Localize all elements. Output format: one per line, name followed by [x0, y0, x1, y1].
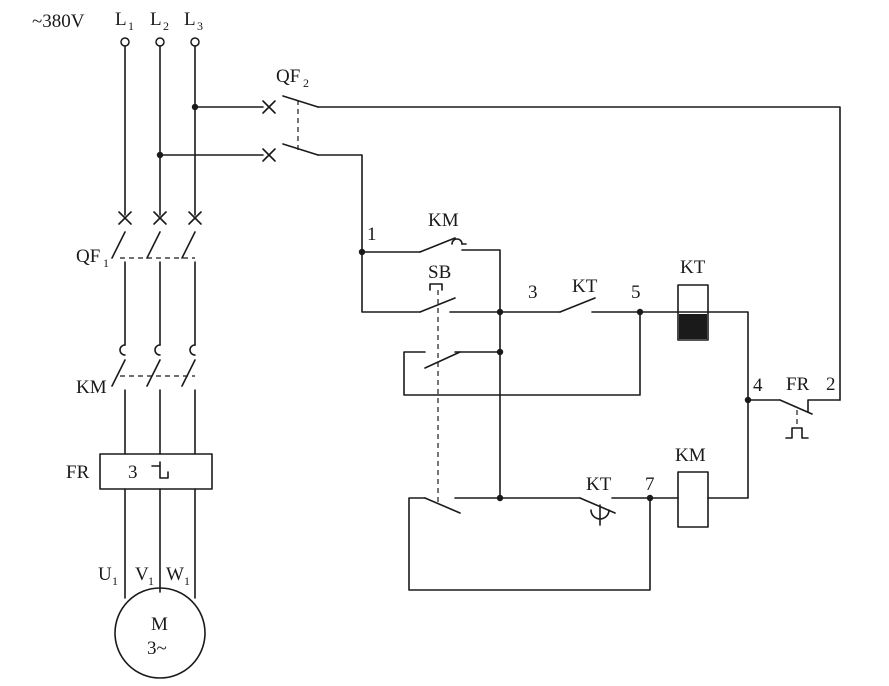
terminal-u1-label: U	[98, 564, 112, 585]
qf1-trip-marks	[118, 211, 202, 225]
fr-poles-label: 3	[128, 462, 138, 483]
qf1-label: QF	[76, 246, 100, 267]
km-coil-label: KM	[675, 445, 706, 466]
qf2-trip-marks	[262, 100, 276, 162]
fr-heater-icon	[151, 461, 169, 479]
line-l1-label: L	[115, 9, 127, 30]
kt-contact-bottom-label: KT	[586, 474, 612, 495]
km-coil	[677, 471, 709, 528]
line-l3-label: L	[184, 9, 196, 30]
km-main-contacts	[111, 344, 196, 455]
supply-voltage-label: ~380V	[32, 11, 85, 32]
fr-thermal-relay	[99, 453, 213, 490]
terminal-w1-sub: 1	[184, 574, 190, 588]
sb-nc-blade	[424, 351, 461, 369]
kt-coil-right-wire	[707, 311, 749, 401]
km-main-label: KM	[76, 377, 107, 398]
sb-left-wire	[361, 251, 421, 313]
main-power-circuit: ~380V L 1 L 2 L 3	[32, 9, 213, 679]
kt-contact-top-label: KT	[572, 276, 598, 297]
bottom-loop-wire	[408, 497, 651, 591]
km-aux-label: KM	[428, 210, 459, 231]
terminal-l1	[120, 37, 130, 47]
km-aux-arc	[451, 238, 463, 245]
right-return-wire	[707, 399, 749, 499]
latch-loop-wire	[403, 311, 641, 396]
fr-main-label: FR	[66, 462, 90, 483]
node-5-label: 5	[631, 282, 641, 303]
fr-contact-right-wire	[807, 399, 841, 413]
fr-thermal-icon	[785, 427, 809, 439]
qf2-blade-top	[282, 95, 319, 108]
kt-coil-label: KT	[680, 257, 706, 278]
motor	[114, 587, 206, 679]
node-1-label: 1	[367, 224, 377, 245]
qf2-blade-bottom	[282, 143, 319, 156]
terminal-v1-label: V	[135, 564, 149, 585]
kt-contact-blade	[559, 297, 596, 313]
line-l2-sub: 2	[163, 19, 169, 33]
line-l2-label: L	[150, 9, 162, 30]
motor-phase: 3~	[147, 638, 167, 659]
qf2-sub: 2	[303, 76, 309, 90]
terminal-u1-sub: 1	[112, 574, 118, 588]
node-3-label: 3	[528, 282, 538, 303]
km-aux-blade	[419, 237, 456, 253]
node-7-label: 7	[645, 474, 655, 495]
sb-label: SB	[428, 262, 451, 283]
node-4-text: 4	[753, 375, 763, 396]
qf1-contacts	[111, 231, 196, 346]
terminal-l2	[155, 37, 165, 47]
km-aux-right-wire	[461, 243, 501, 313]
kt-coil-delay-marker	[679, 314, 707, 339]
terminal-v1-sub: 1	[148, 574, 154, 588]
terminal-l3	[190, 37, 200, 47]
bottom-sb-blade	[424, 497, 461, 514]
qf2-top-return-wire	[317, 106, 841, 401]
motor-name: M	[151, 614, 168, 635]
terminal-w1-label: W	[166, 564, 184, 585]
sb-blade	[419, 297, 456, 313]
fr-contact-label: FR	[786, 374, 810, 395]
qf2-breaker: QF 2	[159, 66, 841, 401]
fr-contact-blade	[779, 399, 813, 415]
control-circuit: 1 KM SB 3 KT 5 KT 3 4	[358, 210, 841, 591]
qf1-sub: 1	[103, 256, 109, 270]
node-2-label: 2	[826, 374, 836, 395]
line-l1-sub: 1	[128, 19, 134, 33]
qf2-label: QF	[276, 66, 300, 87]
qf2-bottom-wire	[317, 154, 363, 253]
sb-pushbutton-icon	[429, 283, 443, 291]
line-l3-sub: 3	[197, 19, 203, 33]
